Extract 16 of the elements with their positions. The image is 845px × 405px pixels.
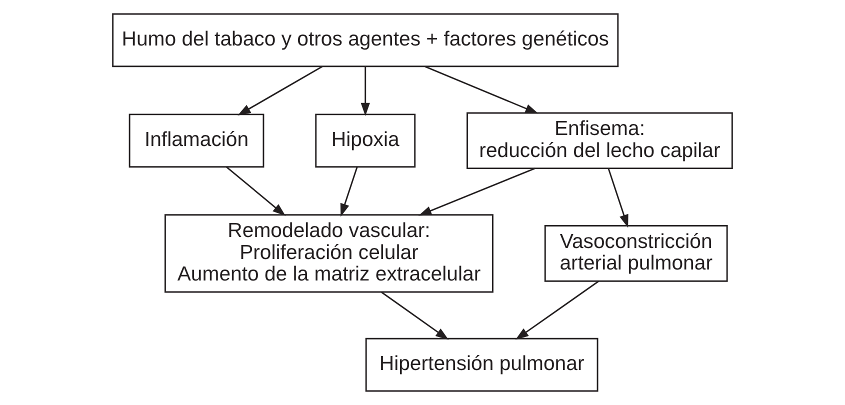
arrow — [418, 168, 536, 216]
arrow — [515, 280, 600, 340]
node-box: Vasoconstricción arterial pulmonar — [544, 225, 728, 282]
arrow — [381, 292, 449, 340]
node-box: Inflamación — [128, 114, 264, 168]
node-box: Humo del tabaco y otros agentes + factores genéticos — [112, 13, 619, 68]
node-box: Enfisema: reducción del lecho capilar — [466, 112, 733, 170]
arrow — [340, 166, 358, 217]
node-box: Remodelado vascular: Proliferación celular Aumento de la matriz extracelular — [164, 214, 494, 293]
arrow — [238, 66, 323, 116]
arrow — [226, 166, 286, 216]
arrow — [424, 66, 538, 114]
node-box: Hipoxia — [315, 114, 416, 168]
arrow — [360, 66, 370, 116]
node-box: Hipertensión pulmonar — [365, 338, 598, 392]
arrow — [608, 168, 628, 228]
